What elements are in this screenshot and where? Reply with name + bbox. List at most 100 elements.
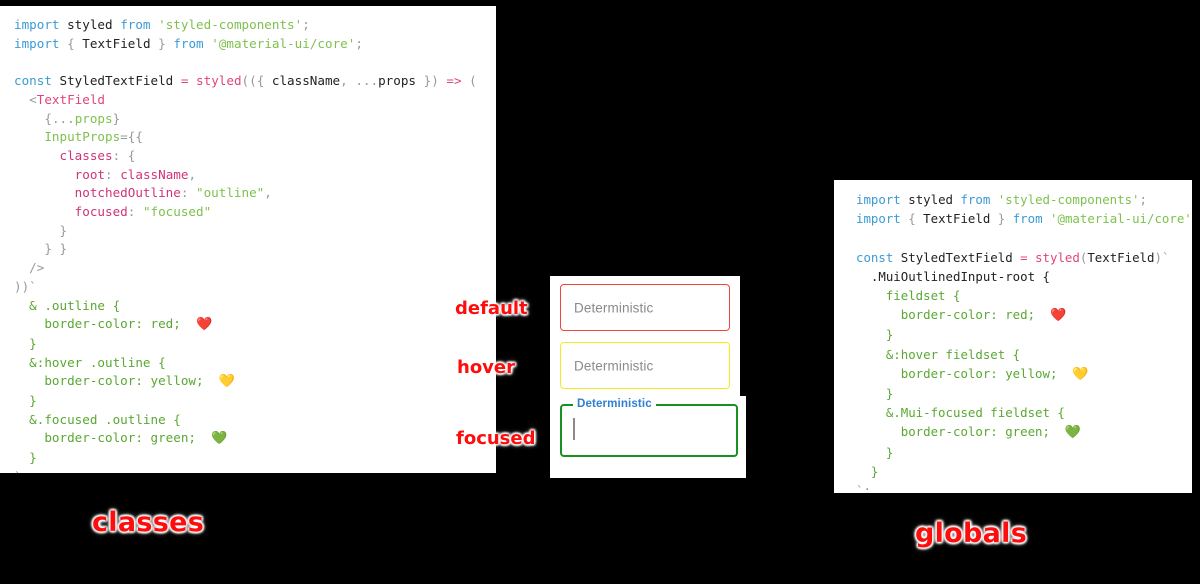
code-token: root [74, 166, 106, 182]
code-token: } [158, 35, 166, 51]
code-token: import [856, 192, 901, 207]
code-token [204, 373, 219, 388]
code-token: (( [241, 73, 257, 89]
code-token: border-color: green; [900, 424, 1050, 440]
code-line: import { TextField } from '@material-ui/… [856, 209, 1192, 228]
code-token: ` [856, 483, 864, 493]
code-block-classes: import styled from 'styled-components';i… [14, 16, 496, 473]
text-cursor-icon [573, 418, 575, 440]
code-token [462, 73, 470, 88]
code-token [1057, 366, 1072, 381]
code-line: fieldset { [856, 286, 1192, 305]
textfield-focused[interactable]: Deterministic [560, 397, 738, 457]
caption-classes: classes [92, 507, 205, 538]
code-line [14, 53, 496, 72]
code-token: '@material-ui/core' [1050, 211, 1192, 227]
code-token: } [112, 110, 121, 126]
code-token [60, 17, 68, 32]
code-token: .MuiOutlinedInput-root { [870, 268, 1050, 284]
code-token [14, 412, 29, 427]
code-token: ; [302, 17, 310, 32]
textfield-default-outline[interactable]: Deterministic [560, 284, 730, 331]
code-token: fieldset { [885, 288, 961, 304]
code-token: styled [908, 192, 953, 207]
code-token: { [256, 73, 265, 89]
code-token: &.Mui-focused fieldset { [885, 405, 1065, 421]
code-token: ) [1154, 249, 1162, 265]
code-token [856, 424, 901, 439]
code-token: : [127, 204, 136, 220]
textfield-default[interactable]: Deterministic [560, 284, 730, 331]
code-token: } [29, 335, 37, 351]
code-token: { [127, 147, 136, 163]
code-token: ; [1139, 192, 1147, 207]
code-line: &.Mui-focused fieldset { [856, 403, 1192, 422]
code-token: InputProps [44, 129, 121, 145]
code-token: 💚 [1064, 425, 1082, 441]
textfield-hover[interactable]: Deterministic [560, 342, 730, 389]
code-line: &.focused .outline { [14, 411, 496, 430]
code-token: className [120, 166, 189, 182]
textfield-hover-outline[interactable]: Deterministic [560, 342, 730, 389]
code-token: styled [1035, 249, 1080, 265]
code-token [856, 386, 886, 401]
code-token [173, 73, 181, 88]
code-token: TextField [1087, 249, 1155, 265]
code-token: TextField [36, 91, 106, 107]
code-line: } [856, 462, 1192, 481]
code-token: border-color: red; [44, 316, 181, 332]
annotation-focused: focused [456, 428, 536, 449]
code-token: &.focused .outline { [29, 411, 181, 427]
code-token: &:hover fieldset { [885, 346, 1021, 362]
code-token [14, 355, 29, 370]
code-line: <TextField [14, 91, 496, 110]
code-line: `; [14, 468, 496, 473]
code-line: &:hover fieldset { [856, 345, 1192, 364]
code-token [151, 17, 159, 32]
code-token [14, 430, 44, 445]
code-token: import [856, 211, 901, 227]
code-token: 💛 [1072, 366, 1089, 382]
code-token: } [59, 241, 68, 257]
code-panel-classes: import styled from 'styled-components';i… [0, 6, 496, 473]
code-line: const StyledTextField = styled(({ classN… [14, 72, 496, 91]
code-token [188, 73, 196, 88]
code-token [856, 307, 901, 322]
code-line: } [14, 449, 496, 468]
code-token: from [960, 192, 991, 207]
code-token: } [423, 73, 432, 89]
code-token: 💛 [218, 374, 235, 390]
code-line: border-color: yellow; 💛 [14, 372, 496, 392]
textfield-hover-label: Deterministic [574, 358, 654, 373]
code-token [990, 211, 997, 226]
textfield-default-label: Deterministic [574, 300, 654, 315]
code-token: = [120, 129, 128, 145]
caption-globals: globals [915, 518, 1028, 549]
code-token [14, 185, 75, 200]
code-token: border-color: yellow; [900, 365, 1058, 381]
code-token: 'styled-components' [997, 192, 1140, 207]
code-token: import [14, 17, 60, 32]
code-token: '@material-ui/core' [211, 35, 356, 51]
code-token: from [120, 17, 151, 32]
code-token [856, 288, 886, 303]
code-line: import { TextField } from '@material-ui/… [14, 35, 496, 54]
code-block-globals: import styled from 'styled-components'; i… [856, 190, 1192, 493]
code-token [264, 73, 272, 88]
code-line: } [14, 392, 496, 411]
code-line: } } [14, 240, 496, 259]
code-token: from [1012, 211, 1043, 227]
code-token: : [105, 166, 113, 182]
code-token [856, 405, 886, 420]
textfield-focused-outline[interactable]: Deterministic [560, 397, 738, 457]
code-line: const StyledTextField = styled(TextField… [856, 248, 1192, 267]
code-token: const [856, 249, 894, 265]
code-token: } [29, 450, 37, 466]
code-line: } [14, 222, 496, 241]
code-token: => [446, 73, 462, 89]
code-token: from [173, 35, 204, 51]
code-token: ; [22, 469, 30, 473]
code-line [856, 228, 1192, 247]
code-line: } [856, 325, 1192, 344]
code-token [14, 393, 29, 408]
